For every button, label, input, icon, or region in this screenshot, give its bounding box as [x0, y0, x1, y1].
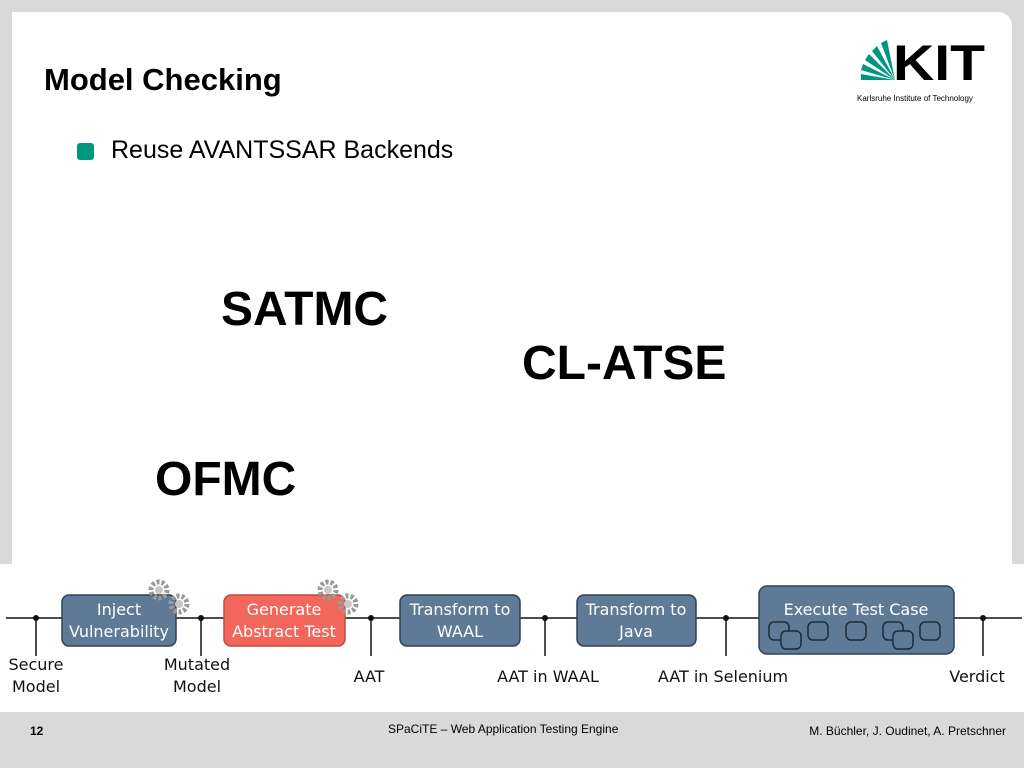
pipeline-diagram: Inject Vulnerability Generate Abstract T…: [0, 564, 1024, 712]
label-aat: AAT: [354, 667, 385, 686]
step-transform-waal: Transform to WAAL: [399, 594, 521, 647]
browser-steps-icon: [768, 621, 941, 650]
gears-icon: [317, 579, 359, 615]
step-label: Inject: [97, 600, 141, 619]
page-number: 12: [30, 724, 44, 738]
tick-dot: [980, 615, 986, 621]
gears-icon: [148, 579, 190, 615]
slide-title: Model Checking: [44, 62, 282, 97]
tick-dot: [368, 615, 374, 621]
label-verdict: Verdict: [949, 667, 1005, 686]
logo-subtitle: Karlsruhe Institute of Technology: [857, 94, 973, 103]
step-transform-java: Transform to Java: [576, 594, 697, 647]
step-label: WAAL: [437, 622, 483, 641]
slide-canvas: Model Checking KIT Karlsruhe Institute o…: [12, 12, 1012, 564]
kit-logo-icon: KIT: [861, 35, 985, 91]
bullet-marker: [77, 143, 94, 160]
tick-dot: [198, 615, 204, 621]
step-label: Transform to: [409, 600, 511, 619]
footer-title: SPaCiTE – Web Application Testing Engine: [388, 722, 619, 736]
step-inject-vulnerability: Inject Vulnerability: [61, 594, 177, 647]
logo-text: KIT: [893, 36, 985, 91]
step-label: Generate: [247, 600, 322, 619]
tool-satmc: SATMC: [221, 283, 389, 336]
label-secure-model: Model: [12, 677, 60, 696]
step-label: Execute Test Case: [784, 600, 929, 619]
label-aat-waal: AAT in WAAL: [497, 667, 599, 686]
step-generate-abstract-test: Generate Abstract Test: [223, 594, 346, 647]
bullet-item: Reuse AVANTSSAR Backends: [111, 136, 454, 164]
footer-authors: M. Büchler, J. Oudinet, A. Pretschner: [809, 724, 1006, 738]
slide-footer: 12 SPaCiTE – Web Application Testing Eng…: [0, 712, 1024, 768]
tool-cl-atse: CL-ATSE: [522, 337, 727, 390]
step-label: Java: [618, 622, 653, 641]
tick-dot: [33, 615, 39, 621]
label-mutated: Mutated: [164, 655, 230, 674]
pipeline-svg: Inject Vulnerability Generate Abstract T…: [6, 579, 1022, 696]
kit-logo: KIT Karlsruhe Institute of Technology: [857, 35, 987, 108]
step-label: Transform to: [585, 600, 687, 619]
tool-ofmc: OFMC: [155, 453, 297, 506]
label-secure: Secure: [8, 655, 63, 674]
step-execute-test-case: Execute Test Case: [758, 585, 955, 655]
label-mutated-model: Model: [173, 677, 221, 696]
label-aat-selenium: AAT in Selenium: [658, 667, 788, 686]
tick-dot: [542, 615, 548, 621]
step-label: Vulnerability: [69, 622, 169, 641]
tick-dot: [723, 615, 729, 621]
step-label: Abstract Test: [232, 622, 336, 641]
